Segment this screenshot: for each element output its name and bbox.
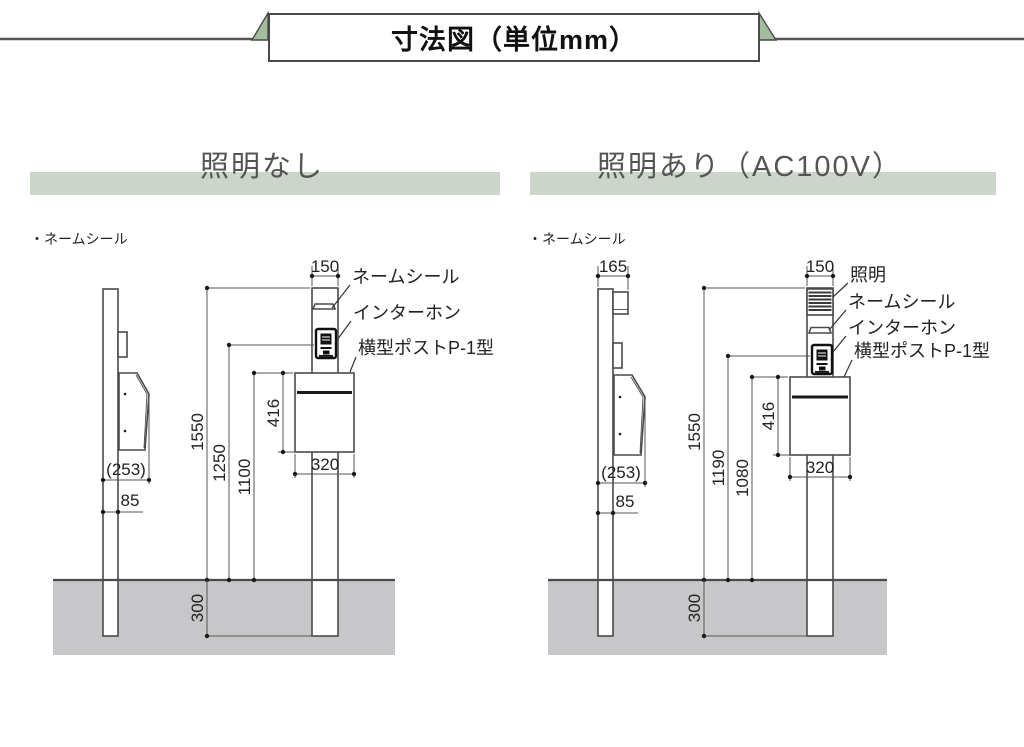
dim-label: 150 <box>806 257 834 276</box>
dim-300: 300 <box>685 580 807 639</box>
dim-label: 300 <box>685 594 704 622</box>
dim-label: (253) <box>601 463 641 482</box>
dim-1550: 1550 <box>188 285 310 583</box>
dim-150: 150 <box>309 257 341 286</box>
label-post-model: 横型ポストP-1型 <box>854 341 990 361</box>
dim-85: 85 <box>595 492 638 516</box>
dim-label: (253) <box>106 460 146 479</box>
side-mailbox-profile <box>118 372 150 451</box>
dim-416: 416 <box>759 374 790 458</box>
mailbox-front <box>294 372 355 453</box>
dim-1190: 1190 <box>709 353 810 583</box>
dim-253: (253) <box>100 398 152 484</box>
side-light-bump <box>612 291 629 315</box>
dim-label: 300 <box>188 594 207 622</box>
figure-with-light: 165 150 1550 1190 1080 <box>548 257 990 655</box>
dim-label: 165 <box>599 257 627 276</box>
label-nameseal: ネームシール <box>352 267 459 287</box>
dim-253: (253) <box>595 400 648 487</box>
dim-label: 85 <box>616 492 635 511</box>
mailbox-front <box>789 376 851 456</box>
side-mailbox-profile <box>613 374 646 456</box>
page-title: 寸法図（単位mm） <box>390 25 637 55</box>
title-banner: 寸法図（単位mm） <box>268 13 760 62</box>
dim-1250: 1250 <box>210 342 314 583</box>
dim-label: 416 <box>759 402 778 430</box>
side-intercom-bump <box>117 331 128 358</box>
section-header-with-light: 照明あり（AC100V） <box>596 151 903 183</box>
dim-1100: 1100 <box>235 370 293 583</box>
dim-300: 300 <box>188 580 312 639</box>
dim-1550: 1550 <box>685 285 805 583</box>
label-post-model: 横型ポストP-1型 <box>358 338 494 358</box>
side-view-post <box>102 288 119 637</box>
dim-label: 320 <box>311 455 339 474</box>
dim-label: 1190 <box>709 450 728 487</box>
light-front <box>806 288 834 316</box>
dim-label: 1080 <box>733 459 752 497</box>
ribbon-triangle-left <box>250 10 269 41</box>
dim-165: 165 <box>595 257 631 290</box>
figure-no-light: 150 1550 1250 1100 416 <box>53 257 494 655</box>
intercom-front <box>810 343 834 376</box>
dim-320: 320 <box>787 457 853 481</box>
nameseal-plate <box>311 303 337 310</box>
side-intercom-bump <box>612 342 623 369</box>
section-band-left <box>30 172 500 195</box>
dim-label: 1100 <box>235 459 254 496</box>
dim-label: 150 <box>311 257 339 276</box>
nameseal-note-right: ・ネームシール <box>528 231 626 247</box>
ribbon-triangle-right <box>758 10 778 41</box>
section-band-right <box>530 172 996 195</box>
label-interphone: インターホン <box>353 303 461 323</box>
dim-label: 1550 <box>188 413 207 451</box>
dim-label: 85 <box>121 491 140 510</box>
label-interphone: インターホン <box>848 318 956 338</box>
dim-label: 1250 <box>210 444 229 482</box>
section-header-no-light: 照明なし <box>199 151 324 183</box>
dim-label: 320 <box>806 458 834 477</box>
dim-label: 416 <box>264 399 283 427</box>
dim-label: 1550 <box>685 413 704 451</box>
side-view-post <box>597 288 614 637</box>
dim-85: 85 <box>100 491 143 515</box>
intercom-front <box>314 327 338 360</box>
nameseal-plate <box>807 326 833 334</box>
label-nameseal: ネームシール <box>848 292 955 312</box>
dim-150: 150 <box>804 257 836 286</box>
dim-320: 320 <box>292 454 357 478</box>
dim-1080: 1080 <box>733 374 788 583</box>
dim-416: 416 <box>264 370 295 455</box>
nameseal-note-left: ・ネームシール <box>30 231 128 247</box>
label-light: 照明 <box>850 265 886 285</box>
